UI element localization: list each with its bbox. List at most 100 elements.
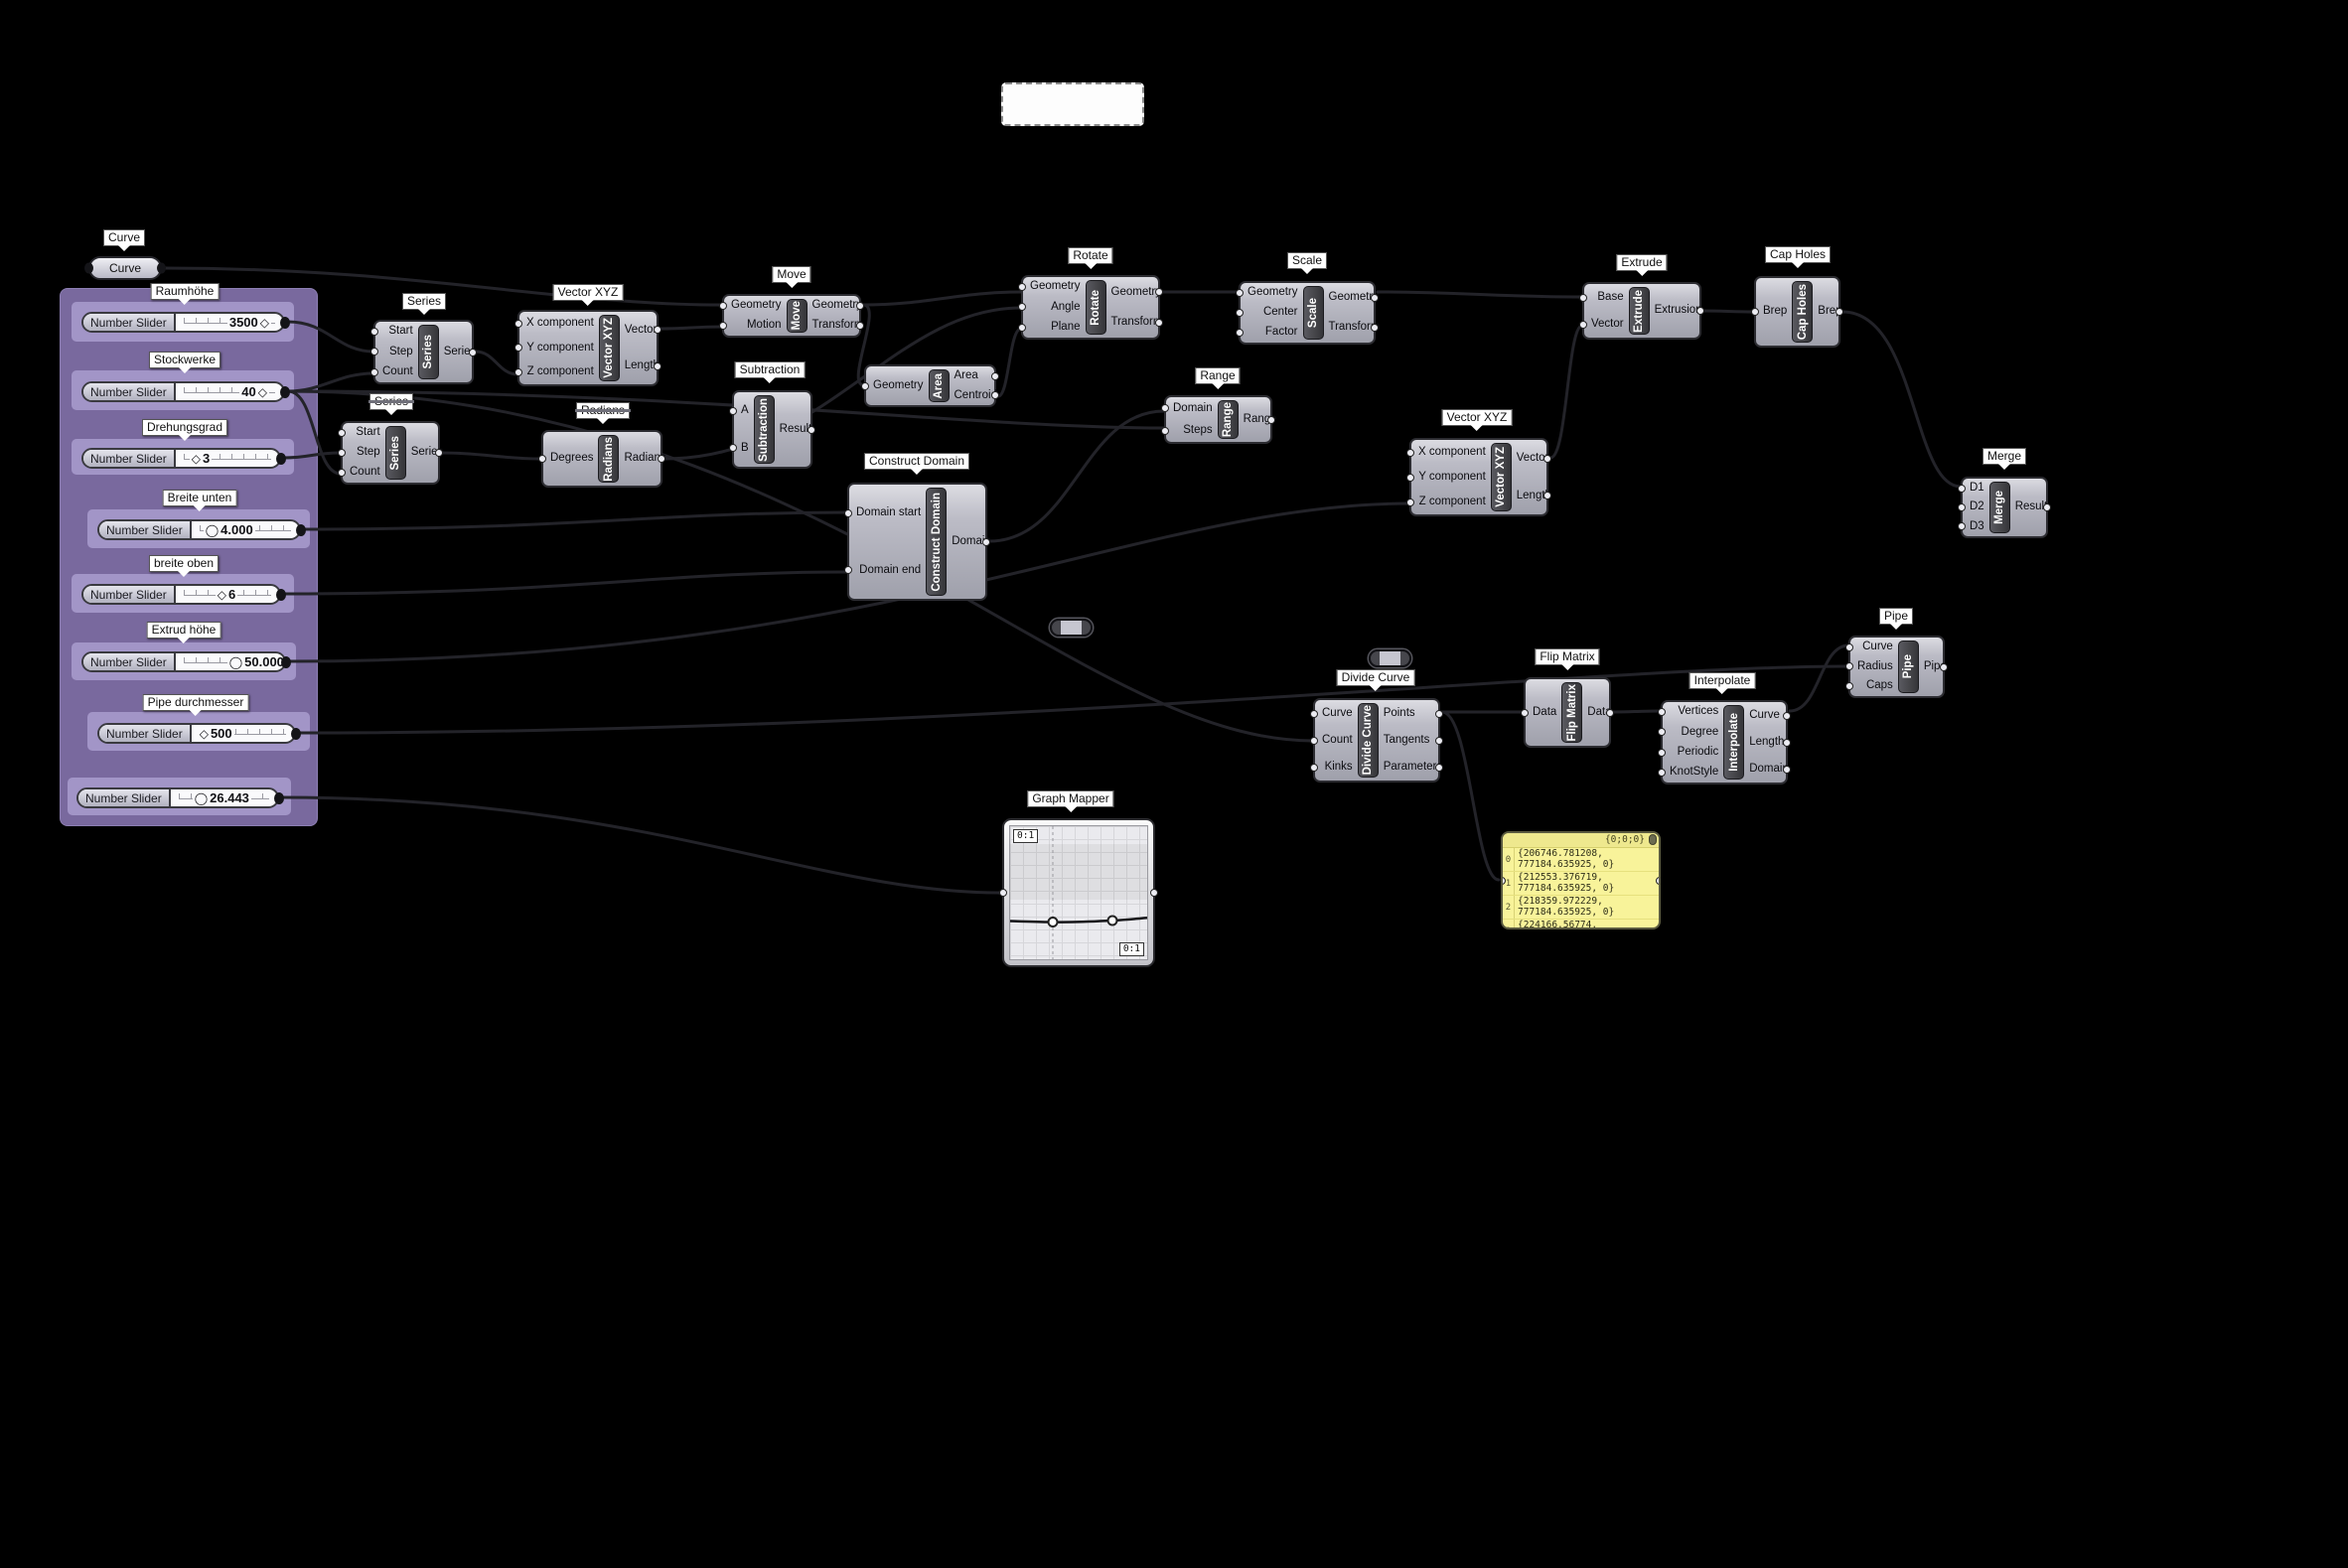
pipe-namebar[interactable]: Pipe [1897,641,1919,693]
slider-knob-icon[interactable]: ◯ [194,790,209,805]
input-grip[interactable] [1236,289,1244,297]
output-grip[interactable] [1940,662,1948,671]
input-grip[interactable] [514,344,522,353]
input-grip[interactable] [1521,708,1529,717]
vector-xyz-namebar[interactable]: Vector XYZ [1490,443,1512,511]
extrude-namebar[interactable]: Extrude [1628,287,1650,335]
output-grip[interactable] [658,455,665,463]
input-grip[interactable] [370,367,378,376]
input-grip[interactable] [1845,642,1853,651]
input-grip[interactable] [844,566,852,575]
input-grip[interactable] [1161,404,1169,413]
slider-track[interactable]: ◇6 [176,586,279,603]
number-slider-pipe-durchmesser[interactable]: Number Slider ◇500 [97,723,301,744]
input-grip[interactable] [1958,502,1966,511]
input-grip[interactable] [1958,484,1966,493]
output-grip[interactable] [1656,876,1659,885]
slider-knob-icon[interactable]: ◇ [259,315,269,330]
input-grip[interactable] [1658,748,1666,757]
component-flip-matrix[interactable]: Data Flip Matrix Data [1521,677,1614,748]
output-grip[interactable] [276,588,286,601]
output-grip[interactable] [1435,736,1443,745]
input-grip[interactable] [1406,448,1414,457]
slider-track[interactable]: 3500◇ [176,314,283,331]
input-grip[interactable] [1236,329,1244,337]
vector-xyz-namebar[interactable]: Vector XYZ [598,315,620,381]
number-slider-extrud-hoehe[interactable]: Number Slider ◯50.000 [81,651,291,672]
input-grip[interactable] [1579,293,1587,302]
input-grip[interactable] [1310,709,1318,718]
input-grip[interactable] [1018,283,1026,292]
output-grip[interactable] [1543,454,1551,463]
input-grip[interactable] [1406,498,1414,506]
slider-track[interactable]: 40◇ [176,383,283,400]
series-namebar[interactable]: Series [384,426,406,480]
output-grip[interactable] [807,425,815,434]
output-grip[interactable] [654,326,661,335]
slider-knob-icon[interactable]: ◇ [191,451,201,466]
input-grip[interactable] [538,455,546,463]
input-grip[interactable] [1958,522,1966,531]
output-grip[interactable] [1371,294,1379,302]
component-cap-holes[interactable]: Brep Cap Holes Brep [1751,276,1843,348]
input-grip[interactable] [1018,303,1026,312]
output-grip[interactable] [157,262,166,274]
output-grip[interactable] [1783,738,1791,747]
input-grip[interactable] [999,889,1007,897]
input-grip[interactable] [338,469,346,477]
output-grip[interactable] [276,452,286,465]
collapsed-param-capsule[interactable] [1050,619,1093,637]
slider-track[interactable]: ◯26.443 [171,789,277,806]
graph-plot[interactable]: 0:1 0:1 [1009,825,1148,960]
data-panel[interactable]: {0;0;0} 0{206746.781208,777184.635925, 0… [1501,831,1661,929]
input-grip[interactable] [338,449,346,457]
slider-knob-icon[interactable]: ◯ [228,654,243,669]
input-grip[interactable] [1845,662,1853,671]
input-grip[interactable] [84,262,93,274]
graph-handle[interactable] [1106,915,1118,927]
curve-param-capsule[interactable]: Curve [84,256,166,280]
output-grip[interactable] [1835,308,1843,316]
output-grip[interactable] [654,361,661,370]
graph-mapper[interactable]: 0:1 0:1 [999,818,1158,967]
input-grip[interactable] [1310,736,1318,745]
flip-matrix-namebar[interactable]: Flip Matrix [1561,682,1583,743]
output-grip[interactable] [991,391,999,400]
output-grip[interactable] [1543,492,1551,500]
panel-scrollbar[interactable] [1649,834,1657,845]
input-grip[interactable] [514,367,522,376]
output-grip[interactable] [435,449,443,457]
slider-knob-icon[interactable]: ◯ [205,522,220,537]
output-grip[interactable] [991,371,999,380]
output-grip[interactable] [1435,763,1443,772]
input-grip[interactable] [1751,308,1759,316]
number-slider-raumhoehe[interactable]: Number Slider 3500◇ [81,312,290,333]
output-grip[interactable] [280,316,290,329]
input-grip[interactable] [729,406,737,415]
input-grip[interactable] [719,302,727,310]
slider-track[interactable]: ◯50.000 [176,653,284,670]
output-grip[interactable] [856,322,864,330]
output-grip[interactable] [1783,711,1791,720]
move-namebar[interactable]: Move [786,299,807,333]
collapsed-param-capsule[interactable] [1369,649,1411,667]
range-namebar[interactable]: Range [1217,400,1239,439]
input-grip[interactable] [719,322,727,330]
number-slider-breite-oben[interactable]: Number Slider ◇6 [81,584,286,605]
input-grip[interactable] [1579,320,1587,329]
merge-namebar[interactable]: Merge [1988,482,2010,533]
output-grip[interactable] [1150,889,1158,897]
input-grip[interactable] [1310,763,1318,772]
cap-holes-namebar[interactable]: Cap Holes [1792,281,1814,343]
output-grip[interactable] [280,385,290,398]
